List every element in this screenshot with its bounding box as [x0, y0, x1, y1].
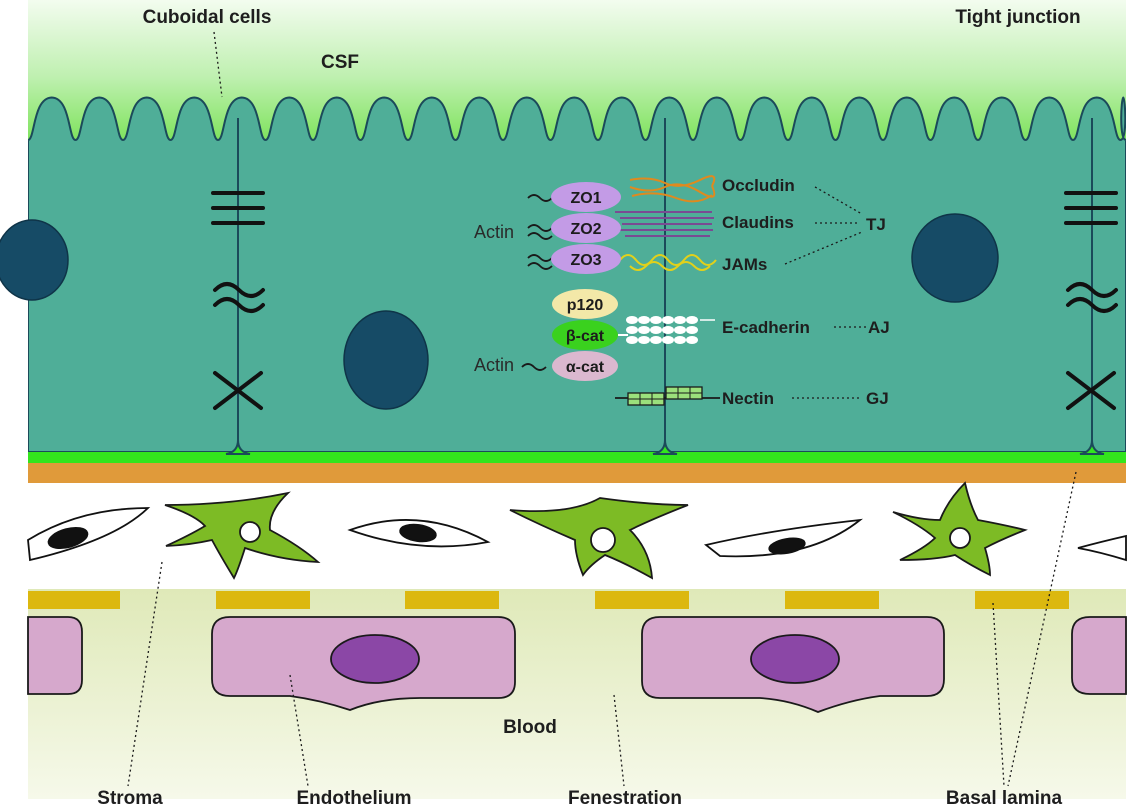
cell-border-1 — [225, 118, 251, 455]
label-e-cadherin: E-cadherin — [722, 318, 810, 337]
fenestrations — [28, 591, 1069, 609]
e-cadherin-molecules — [626, 316, 698, 344]
fibroblasts — [27, 507, 1127, 562]
e-cadherin-bead — [662, 326, 674, 334]
basal-green-strip — [28, 452, 1126, 463]
e-cadherin-bead — [626, 336, 638, 344]
beta-cat-label: β-cat — [566, 328, 605, 345]
e-cadherin-bead — [626, 316, 638, 324]
label-actin-aj: Actin — [474, 355, 514, 375]
protein-zo2: ZO2 — [551, 213, 621, 243]
alpha-cat-label: α-cat — [566, 359, 605, 376]
e-cadherin-bead — [674, 316, 686, 324]
fibroblast-white-3 — [703, 518, 863, 558]
nucleus-left — [0, 219, 69, 301]
zo2-label: ZO2 — [570, 221, 601, 238]
protein-p120: p120 — [552, 289, 618, 319]
epithelial-nuclei — [0, 213, 999, 410]
e-cadherin-bead — [686, 326, 698, 334]
protein-zo3: ZO3 — [551, 244, 621, 274]
label-cuboidal-cells: Cuboidal cells — [143, 7, 272, 28]
label-occludin: Occludin — [722, 176, 795, 195]
label-gj: GJ — [866, 389, 889, 408]
protein-alpha-cat: α-cat — [552, 351, 618, 381]
label-blood: Blood — [503, 717, 557, 738]
protein-zo1: ZO1 — [551, 182, 621, 212]
label-fenestration: Fenestration — [568, 788, 682, 809]
stellate-cells — [164, 481, 1028, 580]
endo-nucleus-2 — [750, 634, 840, 684]
label-endothelium: Endothelium — [296, 788, 411, 809]
e-cadherin-bead — [662, 336, 674, 344]
e-cadherin-bead — [638, 336, 650, 344]
p120-label: p120 — [567, 297, 604, 314]
endo-nucleus-1 — [330, 634, 420, 684]
endothelial-cells — [27, 616, 1127, 713]
label-csf: CSF — [321, 52, 359, 73]
basal-lamina-orange — [28, 463, 1126, 483]
e-cadherin-bead — [662, 316, 674, 324]
nectin-molecules — [615, 386, 720, 406]
label-tj: TJ — [866, 215, 886, 234]
label-actin-tj: Actin — [474, 222, 514, 242]
cell-border-2 — [652, 118, 678, 455]
actin-filaments — [521, 194, 553, 371]
zo1-label: ZO1 — [570, 190, 601, 207]
label-nectin: Nectin — [722, 389, 774, 408]
cell-borders — [225, 118, 1105, 455]
endothelial-cell-left — [27, 616, 83, 695]
tight-junction-strands — [615, 175, 717, 271]
nucleus-center — [343, 310, 429, 410]
e-cadherin-bead — [686, 316, 698, 324]
junction-symbols — [211, 191, 1118, 410]
e-cadherin-bead — [650, 336, 662, 344]
e-cadherin-bead — [674, 326, 686, 334]
e-cadherin-bead — [686, 336, 698, 344]
e-cadherin-bead — [638, 316, 650, 324]
fibroblast-white-4 — [1077, 534, 1127, 562]
label-claudins: Claudins — [722, 213, 794, 232]
e-cadherin-bead — [626, 326, 638, 334]
blood-region — [28, 589, 1126, 799]
label-stroma: Stroma — [97, 788, 163, 809]
zo3-label: ZO3 — [570, 252, 601, 269]
e-cadherin-beads — [618, 319, 715, 336]
label-basal-lamina: Basal lamina — [946, 788, 1063, 809]
e-cadherin-bead — [674, 336, 686, 344]
endothelial-cell-right — [1071, 616, 1127, 695]
label-tight-junction: Tight junction — [955, 7, 1080, 28]
e-cadherin-bead — [650, 326, 662, 334]
cell-border-3 — [1079, 118, 1105, 455]
protein-beta-cat: β-cat — [552, 320, 618, 350]
label-aj: AJ — [868, 318, 890, 337]
epithelium-layer — [28, 96, 1126, 453]
e-cadherin-bead — [638, 326, 650, 334]
label-jams: JAMs — [722, 255, 767, 274]
leader-lines — [127, 31, 1077, 787]
e-cadherin-bead — [650, 316, 662, 324]
nucleus-right — [911, 213, 999, 303]
